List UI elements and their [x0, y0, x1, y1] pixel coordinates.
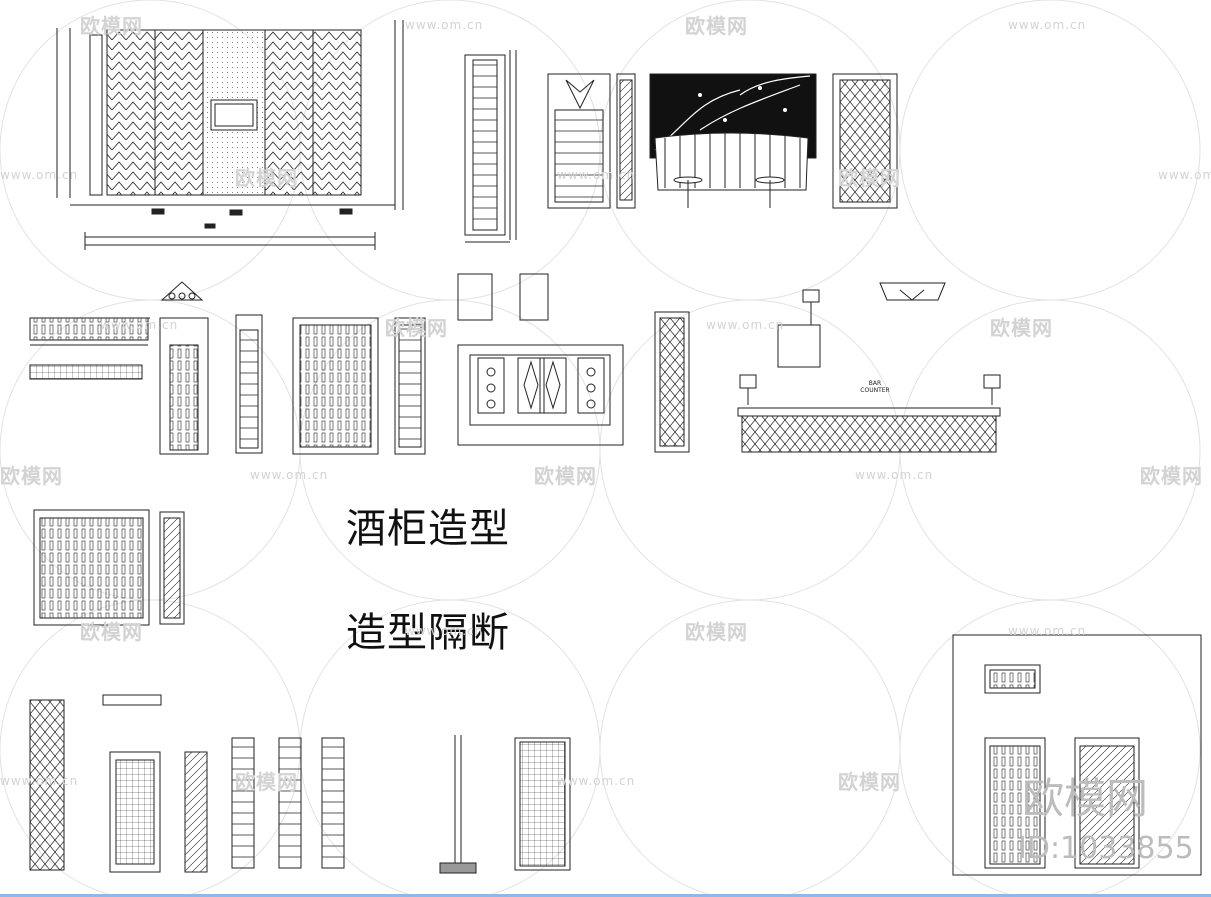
bottle-shelf-plan: [29, 317, 150, 380]
glass-door-cabinet: [547, 73, 636, 209]
bar-label-line-1: BAR: [868, 380, 882, 387]
watermark-id: ID:1033855: [1018, 831, 1194, 866]
partition-elevations: [29, 694, 345, 873]
narrow-lattice-rack: [654, 311, 690, 453]
bottle-grid-wall: [33, 509, 185, 626]
wine-cabinet-front: [159, 281, 263, 455]
taskbar-strip: [0, 894, 1211, 897]
title-partition: 造型隔断: [346, 610, 510, 656]
title-wine-cabinet: 酒柜造型: [346, 506, 510, 552]
bar-booth-with-tree-mural: [649, 73, 817, 208]
inset-sheet: [952, 634, 1202, 876]
bar-counter-label: BAR COUNTER: [845, 380, 905, 394]
wine-shelf-tall-section: [464, 50, 517, 243]
diagonal-wine-rack-panel: [832, 73, 898, 209]
grid-screen-partition: [439, 735, 571, 874]
bar-counter-plan: [457, 273, 624, 446]
wine-wall-elevation: [56, 20, 404, 250]
watermark-large-logo: 欧模网: [1022, 774, 1149, 823]
bar-counter-elevation: [737, 282, 1001, 453]
bar-label-line-2: COUNTER: [860, 387, 890, 394]
cabinet-elevation-bottles: [292, 317, 426, 455]
